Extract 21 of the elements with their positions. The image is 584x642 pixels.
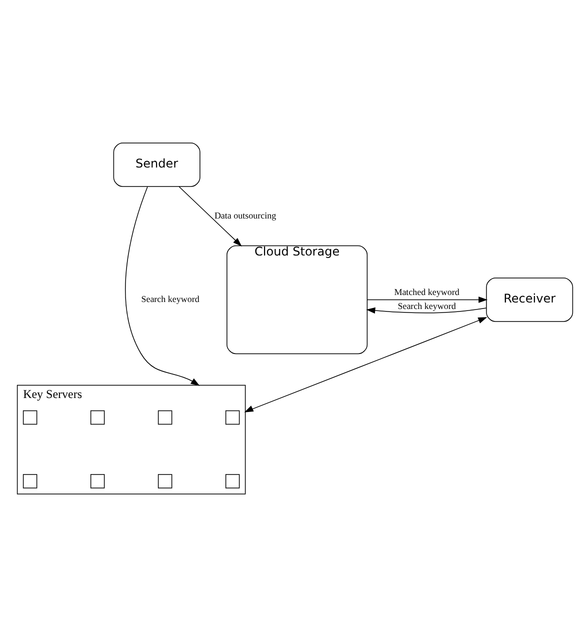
cluster: Key Servers: [16, 384, 246, 494]
arrow: [244, 316, 488, 412]
node-box: [90, 410, 105, 424]
node-box: Receiver: [486, 277, 574, 322]
arrow: [178, 186, 242, 246]
edge-label: Search keyword: [398, 300, 456, 311]
arrow: [367, 296, 488, 302]
edge-label: Matched keyword: [394, 286, 460, 296]
node-box: [22, 410, 38, 424]
edge-label: Search keyword: [141, 294, 200, 304]
node-box: [22, 474, 38, 488]
edge-label: Data outsourcing: [214, 210, 276, 220]
node-box: [225, 474, 240, 488]
node-box: [158, 410, 172, 424]
arrow: [125, 186, 200, 386]
node-box: Sender: [113, 142, 200, 186]
node-box: Cloud Storage: [226, 244, 368, 354]
arrow: [366, 306, 487, 314]
node-box: [90, 474, 105, 488]
node-box: [225, 410, 240, 424]
node-box: [158, 474, 172, 488]
